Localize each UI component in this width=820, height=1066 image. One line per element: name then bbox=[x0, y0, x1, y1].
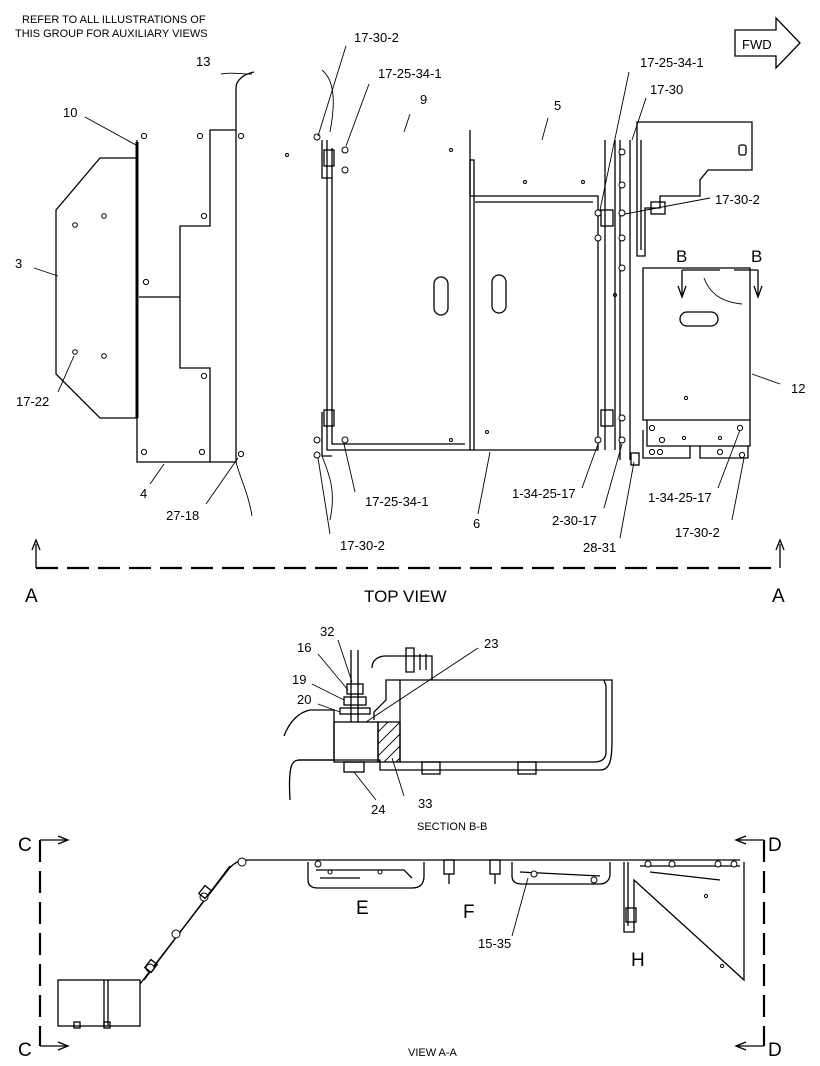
bracket-h bbox=[623, 862, 745, 982]
section-d-top-label: D bbox=[768, 835, 782, 856]
callout-17-25-34-1-right: 17-25-34-1 bbox=[640, 55, 704, 70]
part-10-bracket bbox=[136, 71, 255, 463]
part-12-bracket bbox=[642, 267, 751, 421]
callout-17-30: 17-30 bbox=[650, 82, 683, 97]
callout-2-30-17: 2-30-17 bbox=[552, 513, 597, 528]
block-20 bbox=[333, 721, 379, 763]
view-a-a: C C D D E F bbox=[18, 835, 782, 1061]
upper-right-bracket bbox=[636, 121, 753, 257]
callout-13: 13 bbox=[196, 54, 210, 69]
section-c-bottom-label: C bbox=[18, 1040, 32, 1061]
callout-3: 3 bbox=[15, 256, 22, 271]
auxiliary-note-line-1: REFER TO ALL ILLUSTRATIONS OF bbox=[22, 14, 206, 26]
callout-17-25-34-1-top: 17-25-34-1 bbox=[378, 66, 442, 81]
section-d-bottom-label: D bbox=[768, 1040, 782, 1061]
callout-17-30-2-top: 17-30-2 bbox=[354, 30, 399, 45]
section-b-right-label: B bbox=[751, 247, 762, 266]
callout-20: 20 bbox=[297, 692, 311, 707]
section-b-left-label: B bbox=[676, 247, 687, 266]
tank-body bbox=[399, 679, 607, 763]
zone-e-label: E bbox=[356, 898, 369, 919]
section-c-top-label: C bbox=[18, 835, 32, 856]
section-b-b-title: SECTION B-B bbox=[417, 821, 487, 833]
part-3-plate bbox=[55, 157, 138, 419]
callout-32: 32 bbox=[320, 624, 334, 639]
callout-6: 6 bbox=[473, 516, 480, 531]
fwd-label: FWD bbox=[742, 37, 772, 52]
section-a-right-label: A bbox=[772, 586, 785, 607]
callout-19: 19 bbox=[292, 672, 306, 687]
top-view-title: TOP VIEW bbox=[364, 587, 447, 606]
vertical-rail bbox=[604, 140, 631, 460]
fwd-arrow-icon: FWD bbox=[734, 16, 801, 70]
callout-9: 9 bbox=[420, 92, 427, 107]
top-view: B B 13 10 3 17-22 4 27-18 17-30-2 17-25-… bbox=[15, 30, 805, 607]
hatched-insert-33 bbox=[377, 721, 401, 763]
callout-17-30-2-bottom: 17-30-2 bbox=[340, 538, 385, 553]
section-b-b: 32 16 19 20 23 24 33 SECTION B-B bbox=[283, 624, 613, 833]
callout-33: 33 bbox=[418, 796, 432, 811]
battery-box bbox=[57, 979, 141, 1027]
cable-run bbox=[139, 859, 740, 985]
bracket-e bbox=[307, 862, 425, 889]
part-5-panel bbox=[470, 195, 599, 451]
zone-h-label: H bbox=[631, 950, 645, 971]
section-a-left-label: A bbox=[25, 586, 38, 607]
callout-5: 5 bbox=[554, 98, 561, 113]
view-a-a-title: VIEW A-A bbox=[408, 1047, 458, 1059]
auxiliary-note-line-2: THIS GROUP FOR AUXILIARY VIEWS bbox=[15, 28, 208, 40]
callout-10: 10 bbox=[63, 105, 77, 120]
callout-12: 12 bbox=[791, 381, 805, 396]
callout-15-35: 15-35 bbox=[478, 936, 511, 951]
callout-1-34-25-17-right: 1-34-25-17 bbox=[648, 490, 712, 505]
callout-4: 4 bbox=[140, 486, 147, 501]
callout-17-22: 17-22 bbox=[16, 394, 49, 409]
callout-17-25-34-1-bottom: 17-25-34-1 bbox=[365, 494, 429, 509]
callout-17-30-2-right: 17-30-2 bbox=[715, 192, 760, 207]
callout-24: 24 bbox=[371, 802, 385, 817]
part-9-panel bbox=[326, 130, 471, 451]
callout-16: 16 bbox=[297, 640, 311, 655]
callout-1-34-25-17-mid: 1-34-25-17 bbox=[512, 486, 576, 501]
callout-23: 23 bbox=[484, 636, 498, 651]
zone-f-label: F bbox=[463, 902, 475, 923]
callout-28-31: 28-31 bbox=[583, 540, 616, 555]
callout-17-30-2-bottom-right: 17-30-2 bbox=[675, 525, 720, 540]
callout-27-18: 27-18 bbox=[166, 508, 199, 523]
